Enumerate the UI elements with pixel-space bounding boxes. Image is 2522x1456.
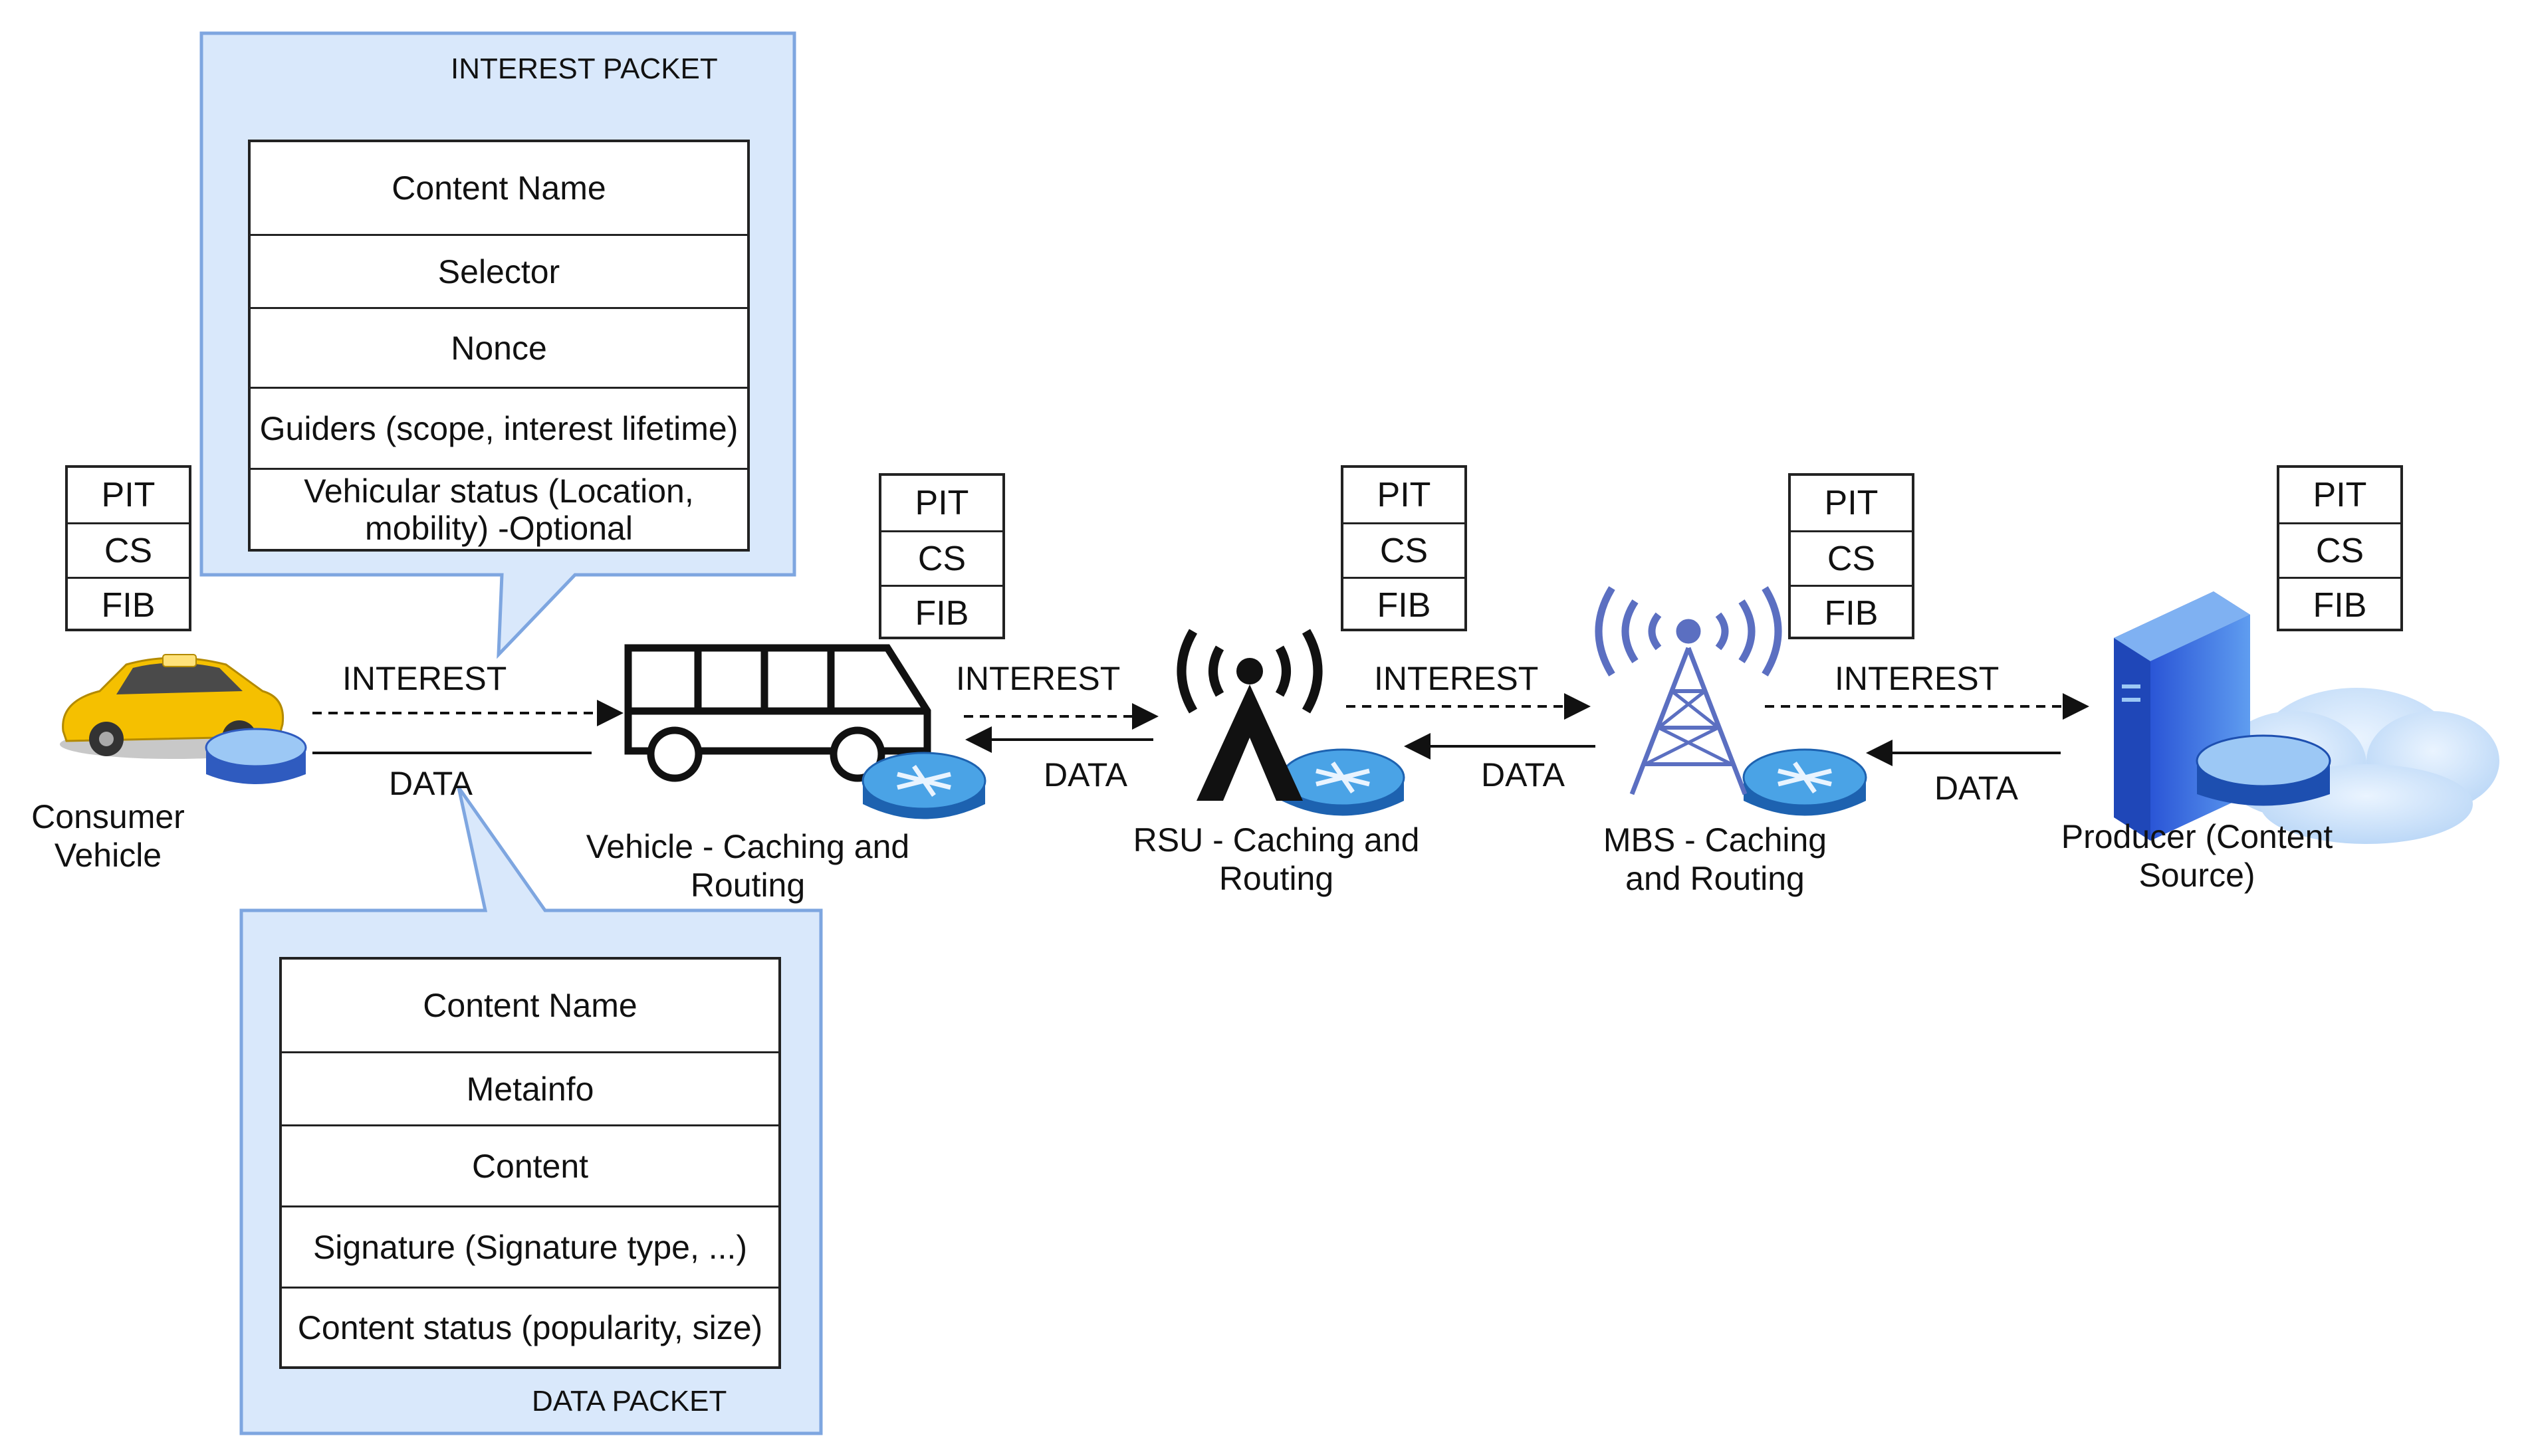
- cs-cell: CS: [1343, 522, 1464, 577]
- data-field: Content status (popularity, size): [282, 1287, 778, 1366]
- interest-field: Guiders (scope, interest lifetime): [251, 387, 747, 468]
- data-label: DATA: [1934, 770, 2018, 807]
- cs-cell: CS: [881, 530, 1002, 585]
- interest-label: INTEREST: [1374, 660, 1539, 697]
- producer-node-label: Producer (Content Source): [2061, 818, 2333, 894]
- interest-field: Vehicular status (Location, mobility) -O…: [251, 468, 747, 549]
- data-field: Content: [282, 1124, 778, 1205]
- mbs-node-label: MBS - Caching and Routing: [1603, 821, 1827, 897]
- pit-cell: PIT: [915, 484, 969, 522]
- fib-cell: FIB: [2279, 577, 2400, 631]
- data-packet-table: Content Name Metainfo Content Signature …: [279, 957, 781, 1369]
- data-label: DATA: [1481, 756, 1565, 793]
- interest-field: Selector: [251, 234, 747, 307]
- data-field: Signature (Signature type, ...): [282, 1205, 778, 1287]
- rsu-node-table: PIT CS FIB: [1341, 465, 1467, 631]
- mbs-tower-icon: [1595, 586, 1782, 795]
- pit-cell: PIT: [1824, 484, 1879, 522]
- server-icon: [2114, 591, 2250, 841]
- data-label: DATA: [389, 765, 473, 802]
- data-field: Content Name: [423, 987, 637, 1024]
- interest-packet-title: INTEREST PACKET: [451, 52, 718, 85]
- interest-label: INTEREST: [1835, 660, 2000, 697]
- router-icon-mbs: [1742, 748, 1867, 816]
- consumer-vehicle-label: Consumer Vehicle: [31, 798, 185, 874]
- cs-cell: CS: [1791, 530, 1912, 585]
- mbs-node-table: PIT CS FIB: [1788, 473, 1914, 639]
- interest-label: INTEREST: [956, 660, 1121, 697]
- interest-packet-table: Content Name Selector Nonce Guiders (sco…: [248, 140, 750, 552]
- cs-cell: CS: [68, 522, 189, 577]
- data-field: Metainfo: [282, 1051, 778, 1124]
- interest-field: Nonce: [251, 307, 747, 387]
- producer-storage-icon: [2196, 734, 2331, 806]
- pit-cell: PIT: [101, 476, 156, 514]
- consumer-storage-icon: [205, 728, 307, 784]
- vehicle-node-label: Vehicle - Caching and Routing: [586, 828, 910, 904]
- data-label: DATA: [1044, 756, 1127, 793]
- fib-cell: FIB: [68, 577, 189, 631]
- pit-cell: PIT: [2313, 476, 2367, 514]
- fib-cell: FIB: [1343, 577, 1464, 631]
- router-icon-rsu: [1280, 748, 1405, 816]
- interest-label: INTEREST: [342, 660, 507, 697]
- router-icon-vehicle: [861, 752, 986, 819]
- fib-cell: FIB: [1791, 585, 1912, 639]
- producer-node-table: PIT CS FIB: [2277, 465, 2403, 631]
- pit-cell: PIT: [1377, 476, 1431, 514]
- rsu-node-label: RSU - Caching and Routing: [1133, 821, 1420, 897]
- data-packet-title: DATA PACKET: [532, 1385, 727, 1417]
- cs-cell: CS: [2279, 522, 2400, 577]
- bus-icon: [624, 644, 931, 782]
- rsu-antenna-icon: [1177, 629, 1323, 801]
- interest-field: Content Name: [392, 169, 606, 207]
- fib-cell: FIB: [881, 585, 1002, 639]
- consumer-node-table: PIT CS FIB: [65, 465, 191, 631]
- vehicle-node-table: PIT CS FIB: [879, 473, 1005, 639]
